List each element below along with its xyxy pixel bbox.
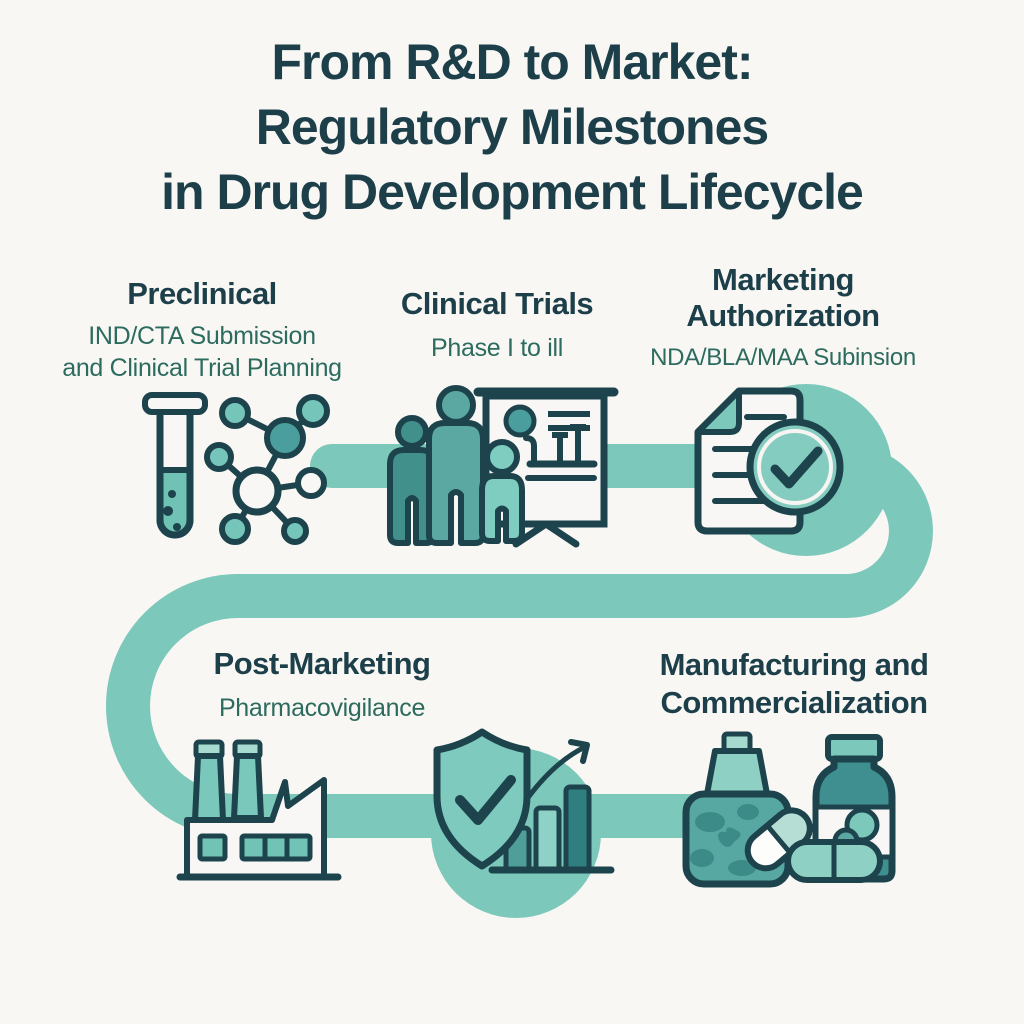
factory-icon (176, 739, 342, 881)
stage-title-marketing-authorization: Marketing Authorization (686, 262, 880, 333)
molecule-icon (204, 394, 330, 545)
title-line-2: Regulatory Milestones (255, 99, 769, 155)
title-line-1: From R&D to Market: (271, 34, 753, 90)
stage-title-clinical-trials: Clinical Trials (400, 286, 594, 321)
stage-title-preclinical: Preclinical (127, 276, 277, 311)
shield-check-icon (433, 728, 531, 870)
check-circle-icon (746, 418, 844, 516)
test-tube-icon (142, 392, 208, 539)
patient-group-icon (387, 385, 525, 546)
stage-title-manufacturing: Manufacturing and Commercialization (659, 647, 929, 720)
flow-ribbon (106, 444, 933, 838)
infographic-title: From R&D to Market: Regulatory Milestone… (0, 30, 1024, 225)
stage-title-post-marketing: Post-Marketing (213, 646, 431, 681)
folded-corner (695, 388, 742, 435)
title-line-3: in Drug Development Lifecycle (161, 164, 864, 220)
capsule-icon (744, 807, 883, 883)
stage-subtitle-clinical-trials: Phase I to ill (431, 334, 563, 362)
arrow-head (568, 739, 590, 764)
stage-subtitle-preclinical: IND/CTA Submission and Clinical Trial Pl… (62, 322, 342, 382)
stage-subtitle-marketing-authorization: NDA/BLA/MAA Subinsion (650, 344, 916, 371)
stage-subtitle-post-marketing: Pharmacovigilance (218, 694, 426, 722)
approved-document-icon (694, 387, 844, 535)
